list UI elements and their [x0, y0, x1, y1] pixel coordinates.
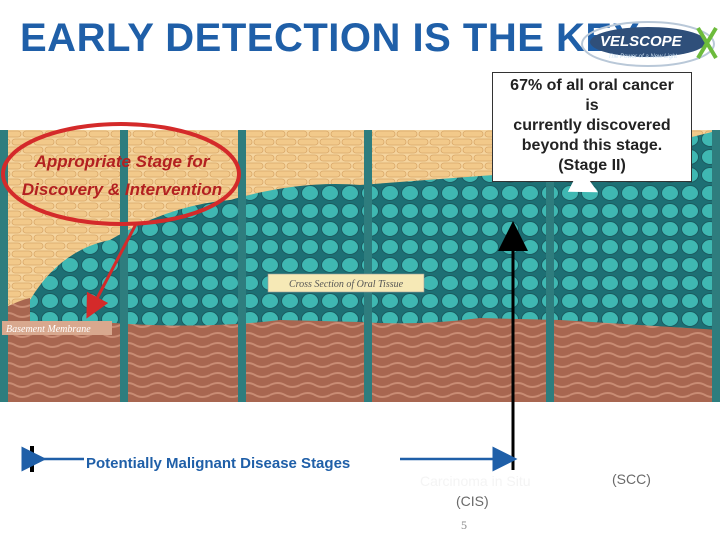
cross-section-label: Cross Section of Oral Tissue: [289, 279, 404, 290]
page-number: 5: [461, 518, 467, 532]
slide-title: EARLY DETECTION IS THE KEY: [20, 16, 640, 60]
callout-line-4: beyond this stage.: [521, 137, 663, 154]
appropriate-stage-line-2: Discovery & Intervention: [21, 180, 223, 199]
logo-tagline: The Power of a New Light: [608, 54, 677, 60]
appropriate-stage-label: Appropriate Stage for Discovery & Interv…: [4, 148, 240, 204]
basement-membrane-label: Basement Membrane: [6, 324, 91, 335]
velscope-logo: VELSCOPE The Power of a New Light: [581, 21, 718, 67]
potentially-malignant-stages-label: Potentially Malignant Disease Stages: [86, 455, 351, 472]
callout-line-2: is: [585, 97, 599, 114]
callout-line-1: 67% of all oral cancer: [510, 77, 674, 94]
callout-line-3: currently discovered: [513, 117, 671, 134]
stage-ii-callout: 67% of all oral cancer is currently disc…: [492, 72, 692, 182]
cis-label: (CIS): [456, 493, 489, 509]
logo-wordmark: VELSCOPE: [600, 33, 683, 50]
scc-label: (SCC): [612, 471, 651, 487]
callout-line-5: (Stage II): [558, 157, 626, 174]
logo-x-mark: [696, 26, 718, 60]
carcinoma-in-situ-label: Carcinoma in Situ: [420, 473, 531, 489]
appropriate-stage-line-1: Appropriate Stage for: [34, 152, 210, 171]
